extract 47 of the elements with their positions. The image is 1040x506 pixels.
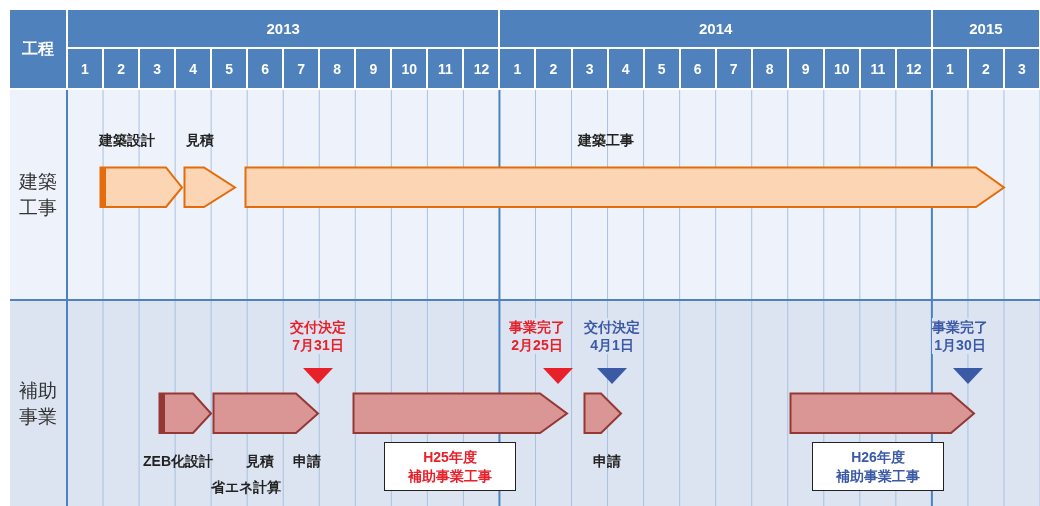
row-header: 建築工事 <box>18 170 58 220</box>
header-cell: 工程 <box>10 10 66 88</box>
milestone-label: 事業完了1月30日 <box>932 318 988 354</box>
month-cell: 3 <box>140 49 175 88</box>
month-cell: 2 <box>104 49 139 88</box>
month-cell: 2 <box>968 49 1003 88</box>
task-label: 省エネ計算 <box>211 478 281 496</box>
month-cell: 6 <box>680 49 715 88</box>
month-cell: 1 <box>500 49 535 88</box>
month-cell: 8 <box>320 49 355 88</box>
task-label: 見積 <box>186 131 214 149</box>
task-label: 見積 <box>246 452 274 470</box>
month-cell: 10 <box>824 49 859 88</box>
month-cell: 3 <box>572 49 607 88</box>
task-label: 建築設計 <box>99 131 155 149</box>
row-header: 補助事業 <box>18 378 58 429</box>
task-label: 申請 <box>293 452 321 470</box>
task-label: 建築工事 <box>578 131 634 149</box>
month-cell: 5 <box>212 49 247 88</box>
month-cell: 6 <box>248 49 283 88</box>
month-cell: 10 <box>392 49 427 88</box>
milestone-label: 交付決定4月1日 <box>584 318 640 354</box>
month-cell: 7 <box>716 49 751 88</box>
note-box: H26年度補助事業工事 <box>812 442 944 491</box>
month-cell: 11 <box>860 49 895 88</box>
task-label: ZEB化設計 <box>143 452 213 470</box>
month-cell: 12 <box>896 49 931 88</box>
month-cell: 4 <box>176 49 211 88</box>
month-cell: 9 <box>356 49 391 88</box>
note-box: H25年度補助事業工事 <box>384 442 516 491</box>
year-cell: 2015 <box>932 10 1039 47</box>
month-cell: 7 <box>284 49 319 88</box>
month-cell: 8 <box>752 49 787 88</box>
month-cell: 12 <box>464 49 499 88</box>
task-label: 申請 <box>593 452 621 470</box>
month-cell: 11 <box>428 49 463 88</box>
milestone-label: 事業完了2月25日 <box>509 318 565 354</box>
month-cell: 4 <box>608 49 643 88</box>
milestone-label: 交付決定7月31日 <box>290 318 346 354</box>
month-cell: 2 <box>536 49 571 88</box>
month-cell: 9 <box>788 49 823 88</box>
year-cell: 2013 <box>68 10 499 47</box>
year-cell: 2014 <box>500 10 931 47</box>
month-cell: 1 <box>932 49 967 88</box>
month-cell: 5 <box>644 49 679 88</box>
month-cell: 3 <box>1004 49 1039 88</box>
month-cell: 1 <box>68 49 103 88</box>
